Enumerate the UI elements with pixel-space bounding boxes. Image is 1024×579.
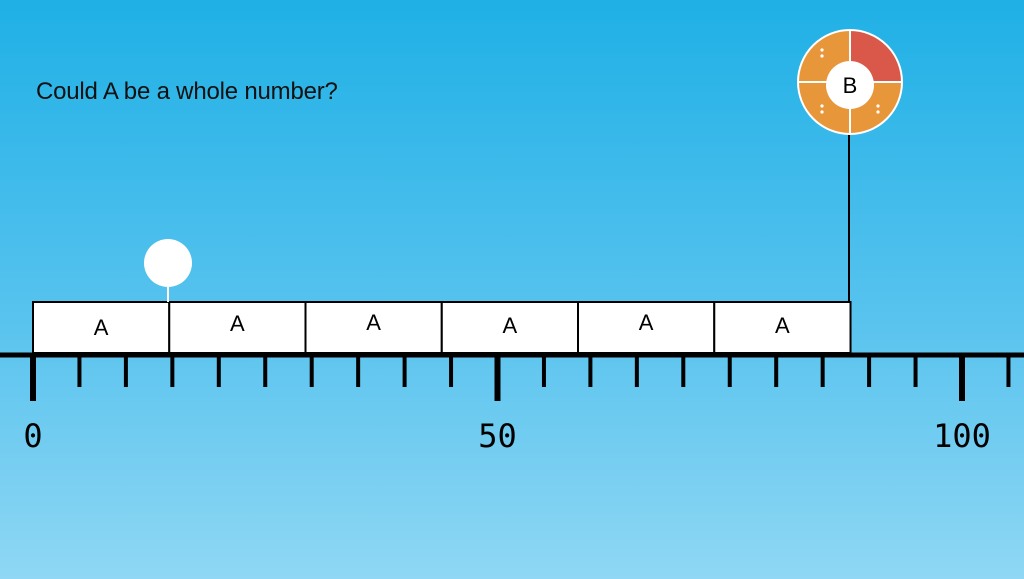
- b-marker-icon[interactable]: B: [797, 29, 903, 135]
- question-text: Could A be a whole number?: [36, 78, 338, 105]
- tick-label: 100: [933, 417, 991, 455]
- bar-segment: [713, 301, 852, 354]
- bar-segment: [440, 301, 580, 354]
- number-line-labels: 0 50 100: [23, 417, 991, 455]
- pin-marker-icon[interactable]: [144, 239, 192, 302]
- b-marker-center: [826, 61, 874, 109]
- bar-segment-label: A: [639, 310, 654, 335]
- bar-segment-label: A: [366, 310, 381, 335]
- bar-segment-label: A: [230, 311, 245, 336]
- pin-head[interactable]: [144, 239, 192, 287]
- b-marker-outline: [797, 29, 903, 135]
- bar-segment-label: A: [503, 313, 518, 338]
- grip-dots-icon: [820, 48, 880, 114]
- bar-segment: [304, 301, 443, 354]
- bar-segment-label: A: [775, 313, 790, 338]
- tick-label: 50: [478, 417, 517, 455]
- tick-label: 0: [23, 417, 42, 455]
- bar-segment-label: A: [94, 315, 109, 340]
- bar-segment: [32, 301, 171, 354]
- number-line: [0, 352, 1024, 401]
- b-marker-label: B: [843, 73, 858, 98]
